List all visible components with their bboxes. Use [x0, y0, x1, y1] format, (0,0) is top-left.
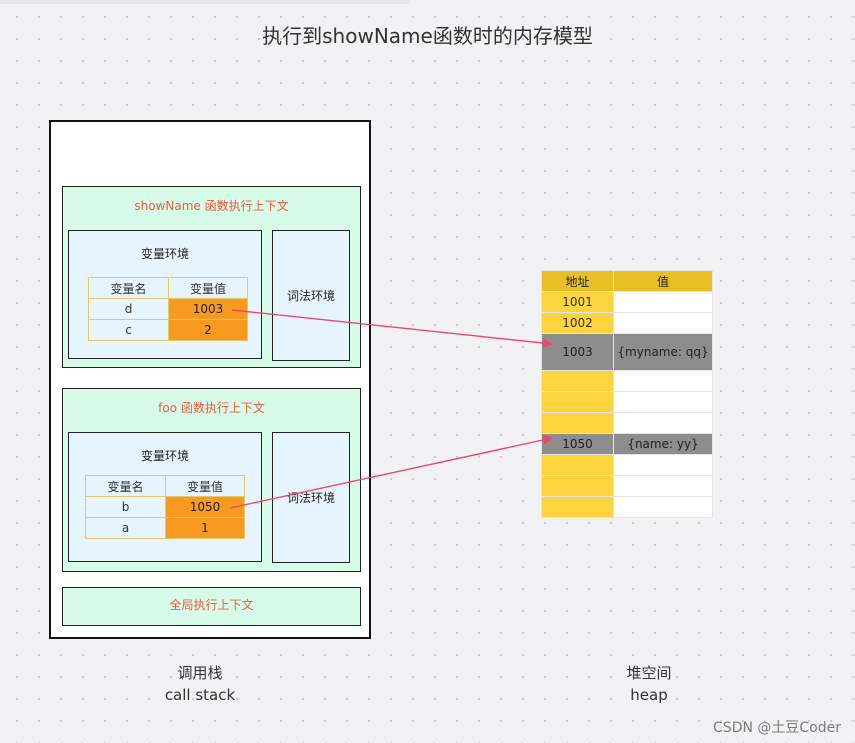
var-name-c: c [88, 319, 169, 341]
table-row: a 1 [85, 517, 245, 539]
table-header-value: 变量值 [165, 475, 245, 497]
heap-value: {myname: qq} [613, 333, 713, 371]
table-header-value: 变量值 [168, 277, 248, 299]
table-row: d 1003 [88, 298, 248, 320]
table-row: 1003 {myname: qq} [541, 333, 713, 371]
showname-context-title: showName 函数执行上下文 [134, 199, 289, 213]
call-stack-caption-en: call stack [164, 686, 236, 704]
global-context-title: 全局执行上下文 [169, 598, 254, 612]
heap-value [613, 291, 713, 313]
showname-lexical-env: 词法环境 [272, 230, 350, 361]
table-row [541, 475, 713, 497]
table-row: 1002 [541, 312, 713, 334]
showname-variable-env-title: 变量环境 [140, 247, 189, 261]
arrow-d-to-1003 [231, 309, 553, 348]
table-header-name: 变量名 [85, 475, 166, 497]
heap-value [613, 312, 713, 334]
watermark: CSDN @土豆Coder [713, 720, 841, 736]
table-row: b 1050 [85, 496, 245, 518]
foo-variable-env-title: 变量环境 [140, 449, 189, 463]
arrow-b-to-1050 [229, 435, 553, 509]
showname-variable-table: 变量名 变量值 d 1003 c 2 [88, 277, 248, 341]
var-value-d: 1003 [168, 298, 248, 320]
heap-addr: 1050 [541, 433, 614, 455]
var-value-a: 1 [165, 517, 245, 539]
table-row: 1001 [541, 291, 713, 313]
heap-header-address: 地址 [541, 270, 614, 292]
foo-lexical-env: 词法环境 [272, 432, 350, 563]
foo-variable-env: 变量环境 变量名 变量值 b 1050 a 1 [68, 432, 262, 562]
heap-addr [541, 475, 614, 497]
heap-caption-cn: 堆空间 [626, 664, 672, 682]
heap-header-value: 值 [613, 270, 713, 292]
table-row: 1050 {name: yy} [541, 433, 713, 455]
table-row [541, 496, 713, 518]
var-name-d: d [88, 298, 169, 320]
call-stack-caption: 调用栈 call stack [130, 662, 270, 706]
heap-value [613, 391, 713, 413]
heap-value [613, 475, 713, 497]
var-value-c: 2 [168, 319, 248, 341]
table-row: c 2 [88, 319, 248, 341]
top-bar [0, 0, 410, 4]
call-stack-caption-cn: 调用栈 [177, 664, 223, 682]
diagram-title: 执行到showName函数时的内存模型 [262, 24, 593, 48]
foo-context-title: foo 函数执行上下文 [158, 401, 265, 415]
heap-caption-en: heap [630, 686, 668, 704]
heap-caption: 堆空间 heap [589, 662, 709, 706]
var-name-b: b [85, 496, 166, 518]
heap-addr [541, 496, 614, 518]
foo-variable-table: 变量名 变量值 b 1050 a 1 [85, 475, 245, 539]
global-context: 全局执行上下文 [62, 587, 361, 626]
heap-addr: 1003 [541, 333, 614, 371]
heap-value: {name: yy} [613, 433, 713, 455]
heap-addr [541, 412, 614, 434]
table-row [541, 412, 713, 434]
var-name-a: a [85, 517, 166, 539]
showname-variable-env: 变量环境 变量名 变量值 d 1003 c 2 [68, 230, 262, 359]
heap-value [613, 412, 713, 434]
heap-table: 地址 值 1001 1002 1003 {myname: qq} 1050 {n… [541, 270, 713, 518]
heap-value [613, 496, 713, 518]
table-header-name: 变量名 [88, 277, 169, 299]
